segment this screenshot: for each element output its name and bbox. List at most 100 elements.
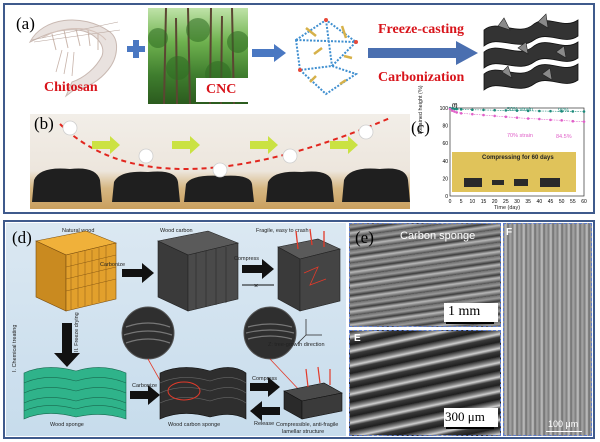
data-point (459, 111, 463, 115)
inset-samples (464, 178, 560, 187)
freeze-casting-label: Freeze-casting (378, 22, 465, 37)
x-tick-label: 15 (481, 199, 487, 205)
sem-image-side (503, 223, 592, 436)
data-point (455, 111, 458, 114)
data-point (504, 115, 508, 119)
y-tick-label: 0 (445, 194, 448, 200)
release-label: Release (254, 421, 275, 427)
data-point (515, 109, 519, 112)
data-point (571, 110, 575, 113)
data-point (504, 109, 508, 112)
x-tick-label: 35 (525, 199, 531, 205)
data-point (453, 107, 456, 111)
x-tick-label: 20 (492, 199, 498, 205)
sem-e-label: E (354, 333, 361, 344)
y-tick-label: 80 (442, 124, 448, 130)
network-diagram (294, 18, 359, 96)
x-tick-label: 45 (548, 199, 554, 205)
data-point (453, 110, 456, 113)
value-50-label: 96% (558, 108, 570, 114)
porous-carbon-image (483, 13, 579, 91)
data-point (582, 120, 586, 123)
data-point (482, 113, 485, 117)
data-point (560, 119, 563, 122)
panel-d-tag: (d) (12, 228, 32, 247)
data-point (471, 112, 474, 116)
y-tick-label: 60 (442, 141, 448, 147)
compress-label-2: Compress (252, 376, 278, 382)
scale-bar-300um: 300 μm (445, 409, 485, 424)
carbonization-label: Carbonization (378, 70, 465, 85)
carbon-sponge (159, 367, 247, 420)
data-point (526, 117, 530, 120)
data-point (549, 109, 552, 113)
x-tick-label: 25 (503, 199, 509, 205)
scale-bar-box-2 (444, 408, 498, 427)
sem-f-label: F (506, 227, 513, 238)
carbon-sponge-title: Carbon sponge (400, 230, 476, 242)
x-tick-label: 55 (570, 199, 576, 205)
data-point (493, 108, 496, 112)
natural-wood-label: Natural wood (62, 228, 95, 234)
value-70-label: 84.5% (556, 134, 572, 140)
bounce-photo (30, 114, 410, 209)
scale-bar-line-1 (446, 322, 494, 324)
carbonize-label-1: Carbonize (100, 262, 126, 268)
panel-c-tag: (c) (411, 118, 430, 137)
y-tick-label: 20 (442, 176, 448, 182)
data-point (450, 107, 454, 110)
x-tick-label: 60 (581, 199, 587, 205)
crushed-carbon-cube (277, 228, 341, 312)
subfigure-f-label: (f) (452, 103, 458, 109)
y-tick-label: 100 (440, 106, 449, 112)
data-point (482, 108, 485, 112)
x-tick-label: 5 (460, 199, 463, 205)
top-panel-frame (3, 3, 595, 214)
x-tick-label: 10 (470, 199, 476, 205)
chitosan-label: Chitosan (44, 80, 98, 95)
svg-text:×: × (254, 283, 258, 290)
data-point (471, 108, 474, 112)
x-tick-label: 30 (514, 199, 520, 205)
step-2-label: II. Freeze drying (74, 312, 80, 352)
compressed-sponge (283, 366, 343, 420)
chart-series (448, 106, 586, 123)
x-tick-label: 40 (537, 199, 543, 205)
natural-wood-cube (35, 230, 117, 312)
cnc-label-box (196, 78, 248, 102)
data-point (582, 110, 586, 113)
legend-70-label: 70% strain (507, 133, 533, 139)
panel-e-tag: (e) (355, 228, 374, 247)
panel-b-tag: (b) (34, 114, 54, 133)
compress-label-1: Compress (234, 256, 260, 262)
z-direction-label: Z: tree-growth direction (268, 342, 325, 348)
plus-icon (127, 40, 145, 58)
scale-bar-line-3 (546, 431, 582, 432)
wood-carbon-sponge-label: Wood carbon sponge (168, 422, 221, 428)
x-tick-label: 0 (449, 199, 452, 205)
data-point (515, 116, 519, 119)
cnc-label: CNC (206, 82, 237, 97)
data-point (560, 110, 563, 113)
data-point (493, 114, 496, 118)
compressible-label: Compressible, anti-fragile (276, 422, 339, 428)
wood-sponge-label: Wood sponge (50, 422, 84, 428)
data-point (549, 118, 552, 122)
data-point (526, 109, 530, 113)
chart-xlabel: Time (day) (494, 205, 521, 211)
fragile-label: Fragile, easy to crash (256, 228, 309, 234)
step-1-label: I. Chemical treating (12, 324, 18, 372)
data-point (571, 119, 575, 123)
scale-bar-1mm: 1 mm (448, 304, 481, 319)
data-point (448, 107, 452, 111)
data-point (450, 109, 454, 112)
lamellar-label: lamellar structure (282, 429, 325, 435)
bottom-panel-frame (3, 220, 595, 439)
panel-a-tag: (a) (16, 14, 35, 33)
inset-caption: Compressing for 60 days (482, 155, 554, 161)
shrimp-image (28, 19, 121, 98)
data-point (538, 109, 541, 113)
